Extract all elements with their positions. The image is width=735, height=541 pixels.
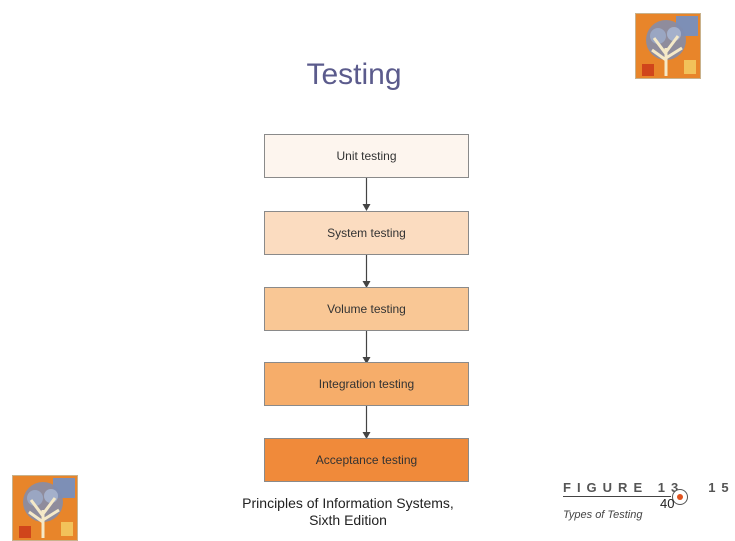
step-label: Unit testing [336, 149, 397, 163]
down-arrow-icon [362, 331, 371, 365]
system-testing-box: System testing [264, 211, 469, 255]
figure-dot-icon [672, 489, 688, 505]
figure-rule [563, 496, 671, 497]
unit-testing-box: Unit testing [264, 134, 469, 178]
step-label: Acceptance testing [315, 453, 418, 467]
integration-testing-box: Integration testing [264, 362, 469, 406]
step-label: Integration testing [318, 377, 415, 391]
footer-book-title: Principles of Information Systems, [242, 495, 454, 511]
slide-title: Testing [306, 58, 402, 91]
page-number: 40 [660, 496, 675, 511]
down-arrow-icon [362, 406, 371, 440]
down-arrow-icon [362, 255, 371, 289]
volume-testing-box: Volume testing [264, 287, 469, 331]
figure-label-text: FIGURE 13 [563, 480, 685, 495]
figure-label: FIGURE 13 15 [563, 480, 735, 495]
step-label: Volume testing [327, 302, 406, 316]
tree-logo-icon [12, 475, 78, 541]
acceptance-testing-box: Acceptance testing [264, 438, 469, 482]
tree-logo-icon [635, 13, 701, 79]
step-label: System testing [327, 226, 406, 240]
footer-edition: Sixth Edition [309, 512, 387, 528]
figure-number: 15 [708, 480, 735, 495]
figure-caption: Types of Testing [563, 509, 643, 521]
slide-footer: Principles of Information Systems, Sixth… [230, 495, 466, 529]
down-arrow-icon [362, 178, 371, 212]
